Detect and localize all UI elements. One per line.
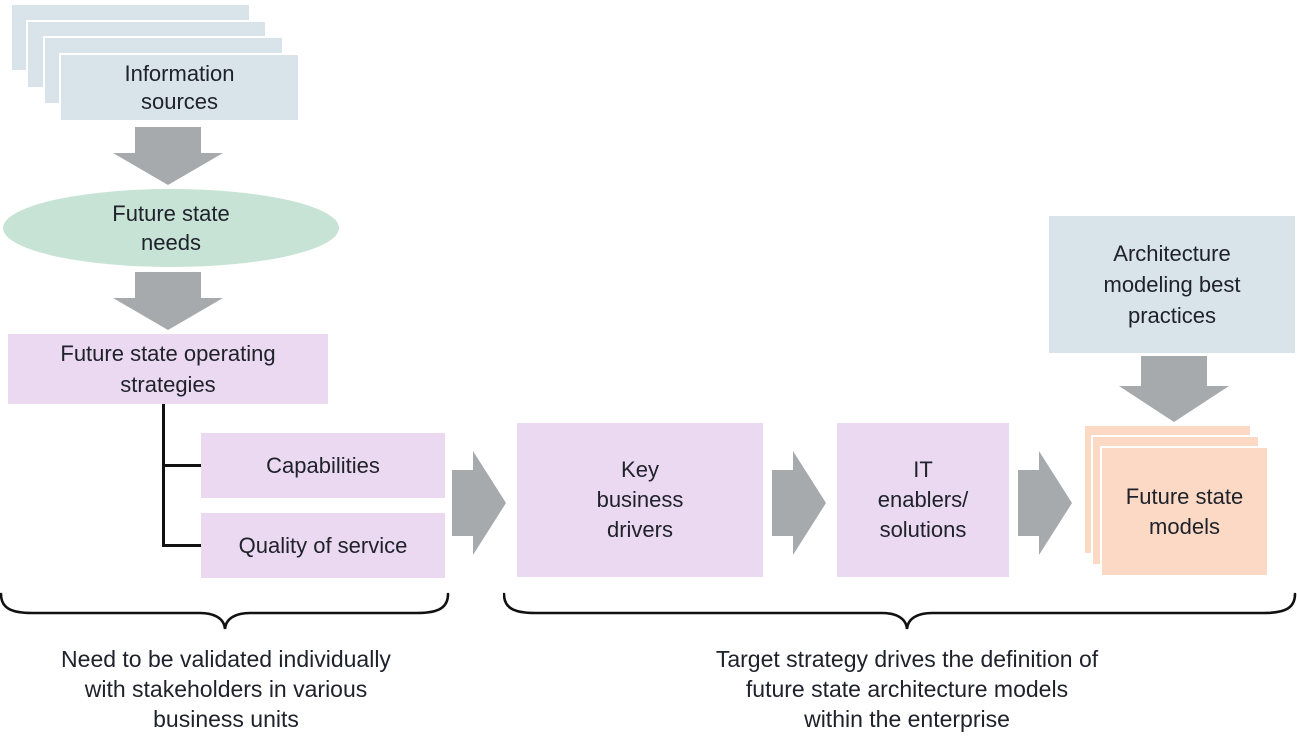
quality-of-service-node: Quality of service <box>201 513 445 578</box>
future-state-models-node: Future state models <box>1100 446 1269 577</box>
arrow-right-icon <box>772 451 826 555</box>
key-business-drivers-node: Key business drivers <box>517 423 763 577</box>
caption-right: Target strategy drives the definition of… <box>715 646 1099 732</box>
arrow-down-icon <box>113 127 223 185</box>
future-state-operating-strategies-node: Future state operating strategies <box>8 334 328 404</box>
information-sources-label: Information sources <box>124 60 235 114</box>
arrow-right-icon <box>1018 451 1072 555</box>
right-underbrace <box>503 592 1297 630</box>
future-state-needs-label: Future state needs <box>112 201 230 255</box>
future-state-models-label: Future state models <box>1125 483 1244 539</box>
arrow-down-icon <box>1119 356 1229 422</box>
future-state-needs-node: Future state needs <box>3 189 339 267</box>
key-business-drivers-label: Key business drivers <box>596 457 684 542</box>
horizontal-connector-line <box>162 544 202 547</box>
capabilities-node: Capabilities <box>201 433 445 498</box>
caption-left: Need to be validated individually with s… <box>61 646 391 732</box>
it-enablers-solutions-label: IT enablers/ solutions <box>877 457 969 542</box>
quality-of-service-label: Quality of service <box>238 533 408 558</box>
architecture-modeling-best-practices-label: Architecture modeling best practices <box>1103 241 1241 328</box>
architecture-modeling-best-practices-node: Architecture modeling best practices <box>1049 216 1295 353</box>
vertical-connector-line <box>162 404 165 547</box>
information-sources-node: Information sources <box>59 53 300 122</box>
arrow-down-icon <box>113 272 223 330</box>
arrow-right-icon <box>452 451 506 555</box>
capabilities-label: Capabilities <box>266 453 380 478</box>
it-enablers-solutions-node: IT enablers/ solutions <box>837 423 1009 577</box>
left-underbrace <box>0 592 450 630</box>
horizontal-connector-line <box>162 464 202 467</box>
future-state-operating-strategies-label: Future state operating strategies <box>60 341 276 397</box>
